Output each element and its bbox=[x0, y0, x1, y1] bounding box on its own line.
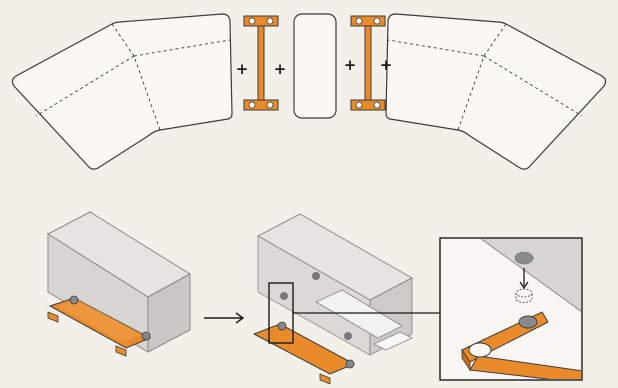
middle-module bbox=[293, 13, 337, 119]
block-with-magnet-highlight bbox=[252, 213, 440, 385]
plus-sign: + bbox=[236, 60, 249, 78]
plus-sign: + bbox=[274, 60, 287, 78]
plus-sign: + bbox=[344, 56, 357, 74]
arrow-right-icon bbox=[204, 312, 245, 324]
left-corner-module bbox=[11, 13, 233, 170]
right-corner-module bbox=[385, 13, 607, 170]
block-with-bracket bbox=[46, 211, 191, 357]
plus-sign: + bbox=[380, 56, 393, 74]
zoom-detail bbox=[439, 237, 583, 381]
